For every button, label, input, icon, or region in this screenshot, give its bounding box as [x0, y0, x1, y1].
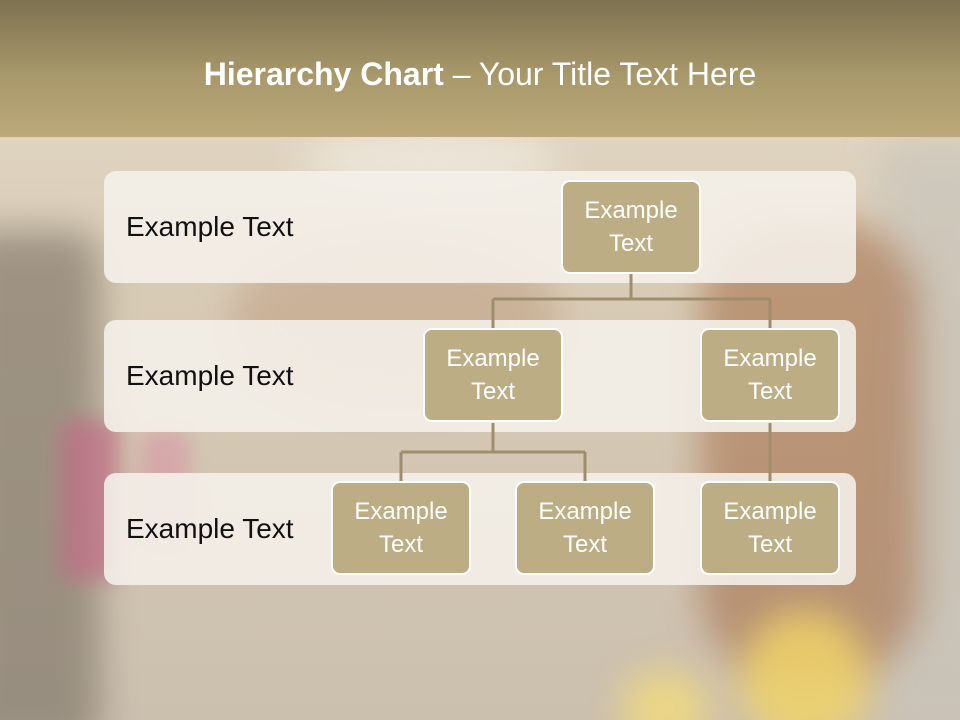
node-root: Example Text — [561, 180, 701, 274]
slide-title: Hierarchy Chart – Your Title Text Here — [0, 56, 960, 93]
level-label-2: Example Text — [126, 360, 294, 391]
node-level3-c: Example Text — [700, 481, 840, 575]
level-label-3: Example Text — [126, 513, 294, 544]
title-rest: – Your Title Text Here — [443, 56, 757, 92]
node-level2-left: Example Text — [423, 328, 563, 422]
node-level2-right: Example Text — [700, 328, 840, 422]
node-level3-a: Example Text — [331, 481, 471, 575]
level-band-1: Example Text — [104, 171, 856, 283]
level-label-1: Example Text — [126, 211, 294, 242]
title-bar: Hierarchy Chart – Your Title Text Here — [0, 0, 960, 137]
node-level3-b: Example Text — [515, 481, 655, 575]
title-bold: Hierarchy Chart — [203, 56, 444, 92]
